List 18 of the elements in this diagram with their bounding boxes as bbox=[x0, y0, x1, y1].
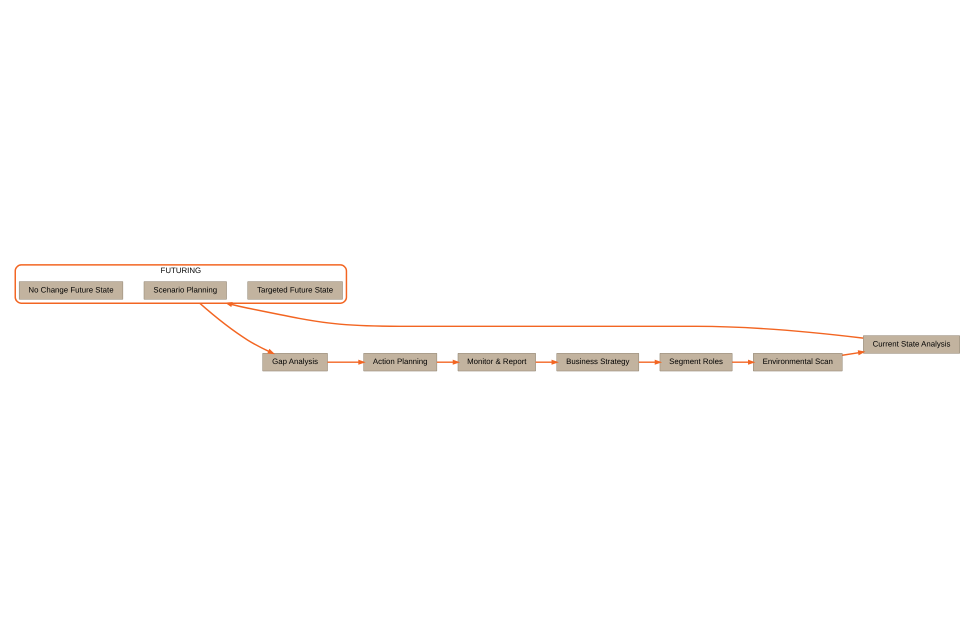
node-box: Targeted Future State bbox=[247, 280, 343, 300]
arrow bbox=[436, 359, 460, 364]
node-box: Gap Analysis bbox=[262, 352, 328, 371]
arrow bbox=[224, 302, 864, 338]
arrow bbox=[638, 359, 662, 364]
arrow bbox=[842, 350, 866, 356]
arrow bbox=[732, 359, 756, 364]
node-box: Scenario Planning bbox=[144, 280, 227, 300]
node-box: Action Planning bbox=[363, 352, 438, 371]
node-box: Environmental Scan bbox=[753, 352, 842, 371]
arrow bbox=[536, 359, 559, 364]
node-box: Current State Analysis bbox=[863, 334, 960, 354]
node-box: Monitor & Report bbox=[458, 352, 536, 371]
arrow bbox=[328, 359, 366, 364]
node-box: Segment Roles bbox=[660, 352, 732, 371]
node-box: No Change Future State bbox=[18, 280, 124, 300]
node-box: Business Strategy bbox=[556, 352, 640, 371]
arrow bbox=[199, 302, 276, 354]
